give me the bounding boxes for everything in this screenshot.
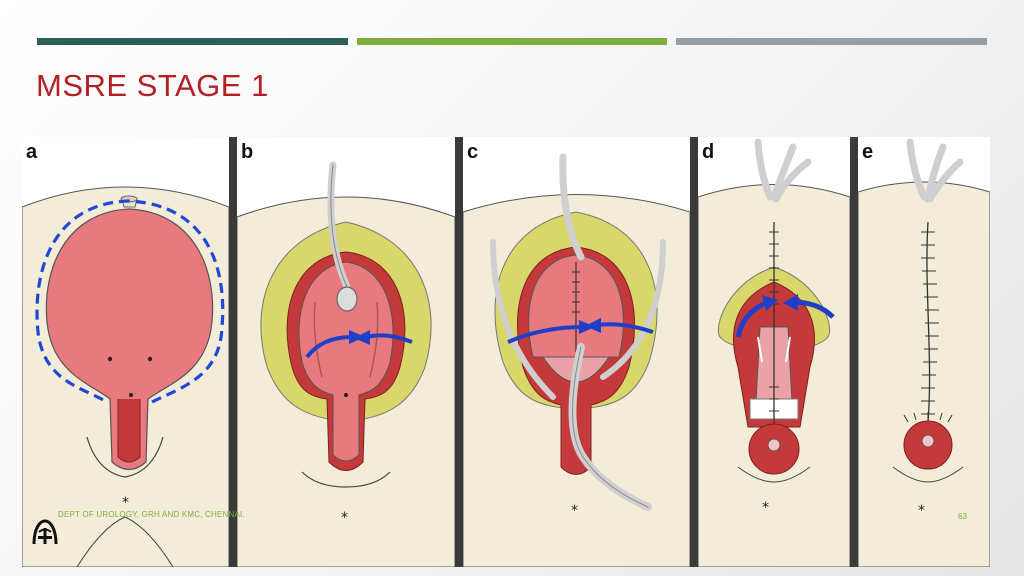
institution-logo-icon xyxy=(30,518,60,553)
panel-d: * d xyxy=(698,137,850,567)
panel-a: * a xyxy=(22,137,229,567)
surgical-figure: * a * xyxy=(22,137,990,567)
accent-bar-1 xyxy=(37,38,348,45)
page-number: 63 xyxy=(958,512,967,521)
panel-b-illustration: * xyxy=(237,161,455,567)
panel-label-a: a xyxy=(26,141,38,163)
slide-title: MSRE STAGE 1 xyxy=(36,68,269,103)
panel-separator xyxy=(455,137,463,567)
panel-b: * b xyxy=(237,137,455,567)
svg-text:*: * xyxy=(571,503,578,519)
svg-text:*: * xyxy=(918,503,925,519)
svg-text:*: * xyxy=(122,495,129,511)
svg-text:*: * xyxy=(762,500,769,516)
panel-separator xyxy=(850,137,858,567)
panel-label-b: b xyxy=(241,141,254,163)
accent-bar-3 xyxy=(676,38,987,45)
panel-label-d: d xyxy=(702,141,715,163)
svg-text:*: * xyxy=(341,510,348,526)
panel-separator xyxy=(690,137,698,567)
panel-label-c: c xyxy=(467,141,479,163)
panel-c: * c xyxy=(463,137,690,567)
footer-text: DEPT OF UROLOGY, GRH AND KMC, CHENNAI. xyxy=(58,510,245,519)
panel-a-illustration: * xyxy=(22,186,229,567)
panel-e: * e xyxy=(858,137,990,567)
panel-label-e: e xyxy=(862,141,874,163)
panel-d-illustration: * xyxy=(698,138,850,567)
panel-separator xyxy=(229,137,237,567)
accent-bar-2 xyxy=(357,38,667,45)
panel-c-illustration: * xyxy=(463,153,690,567)
panel-e-illustration: * xyxy=(858,138,990,567)
